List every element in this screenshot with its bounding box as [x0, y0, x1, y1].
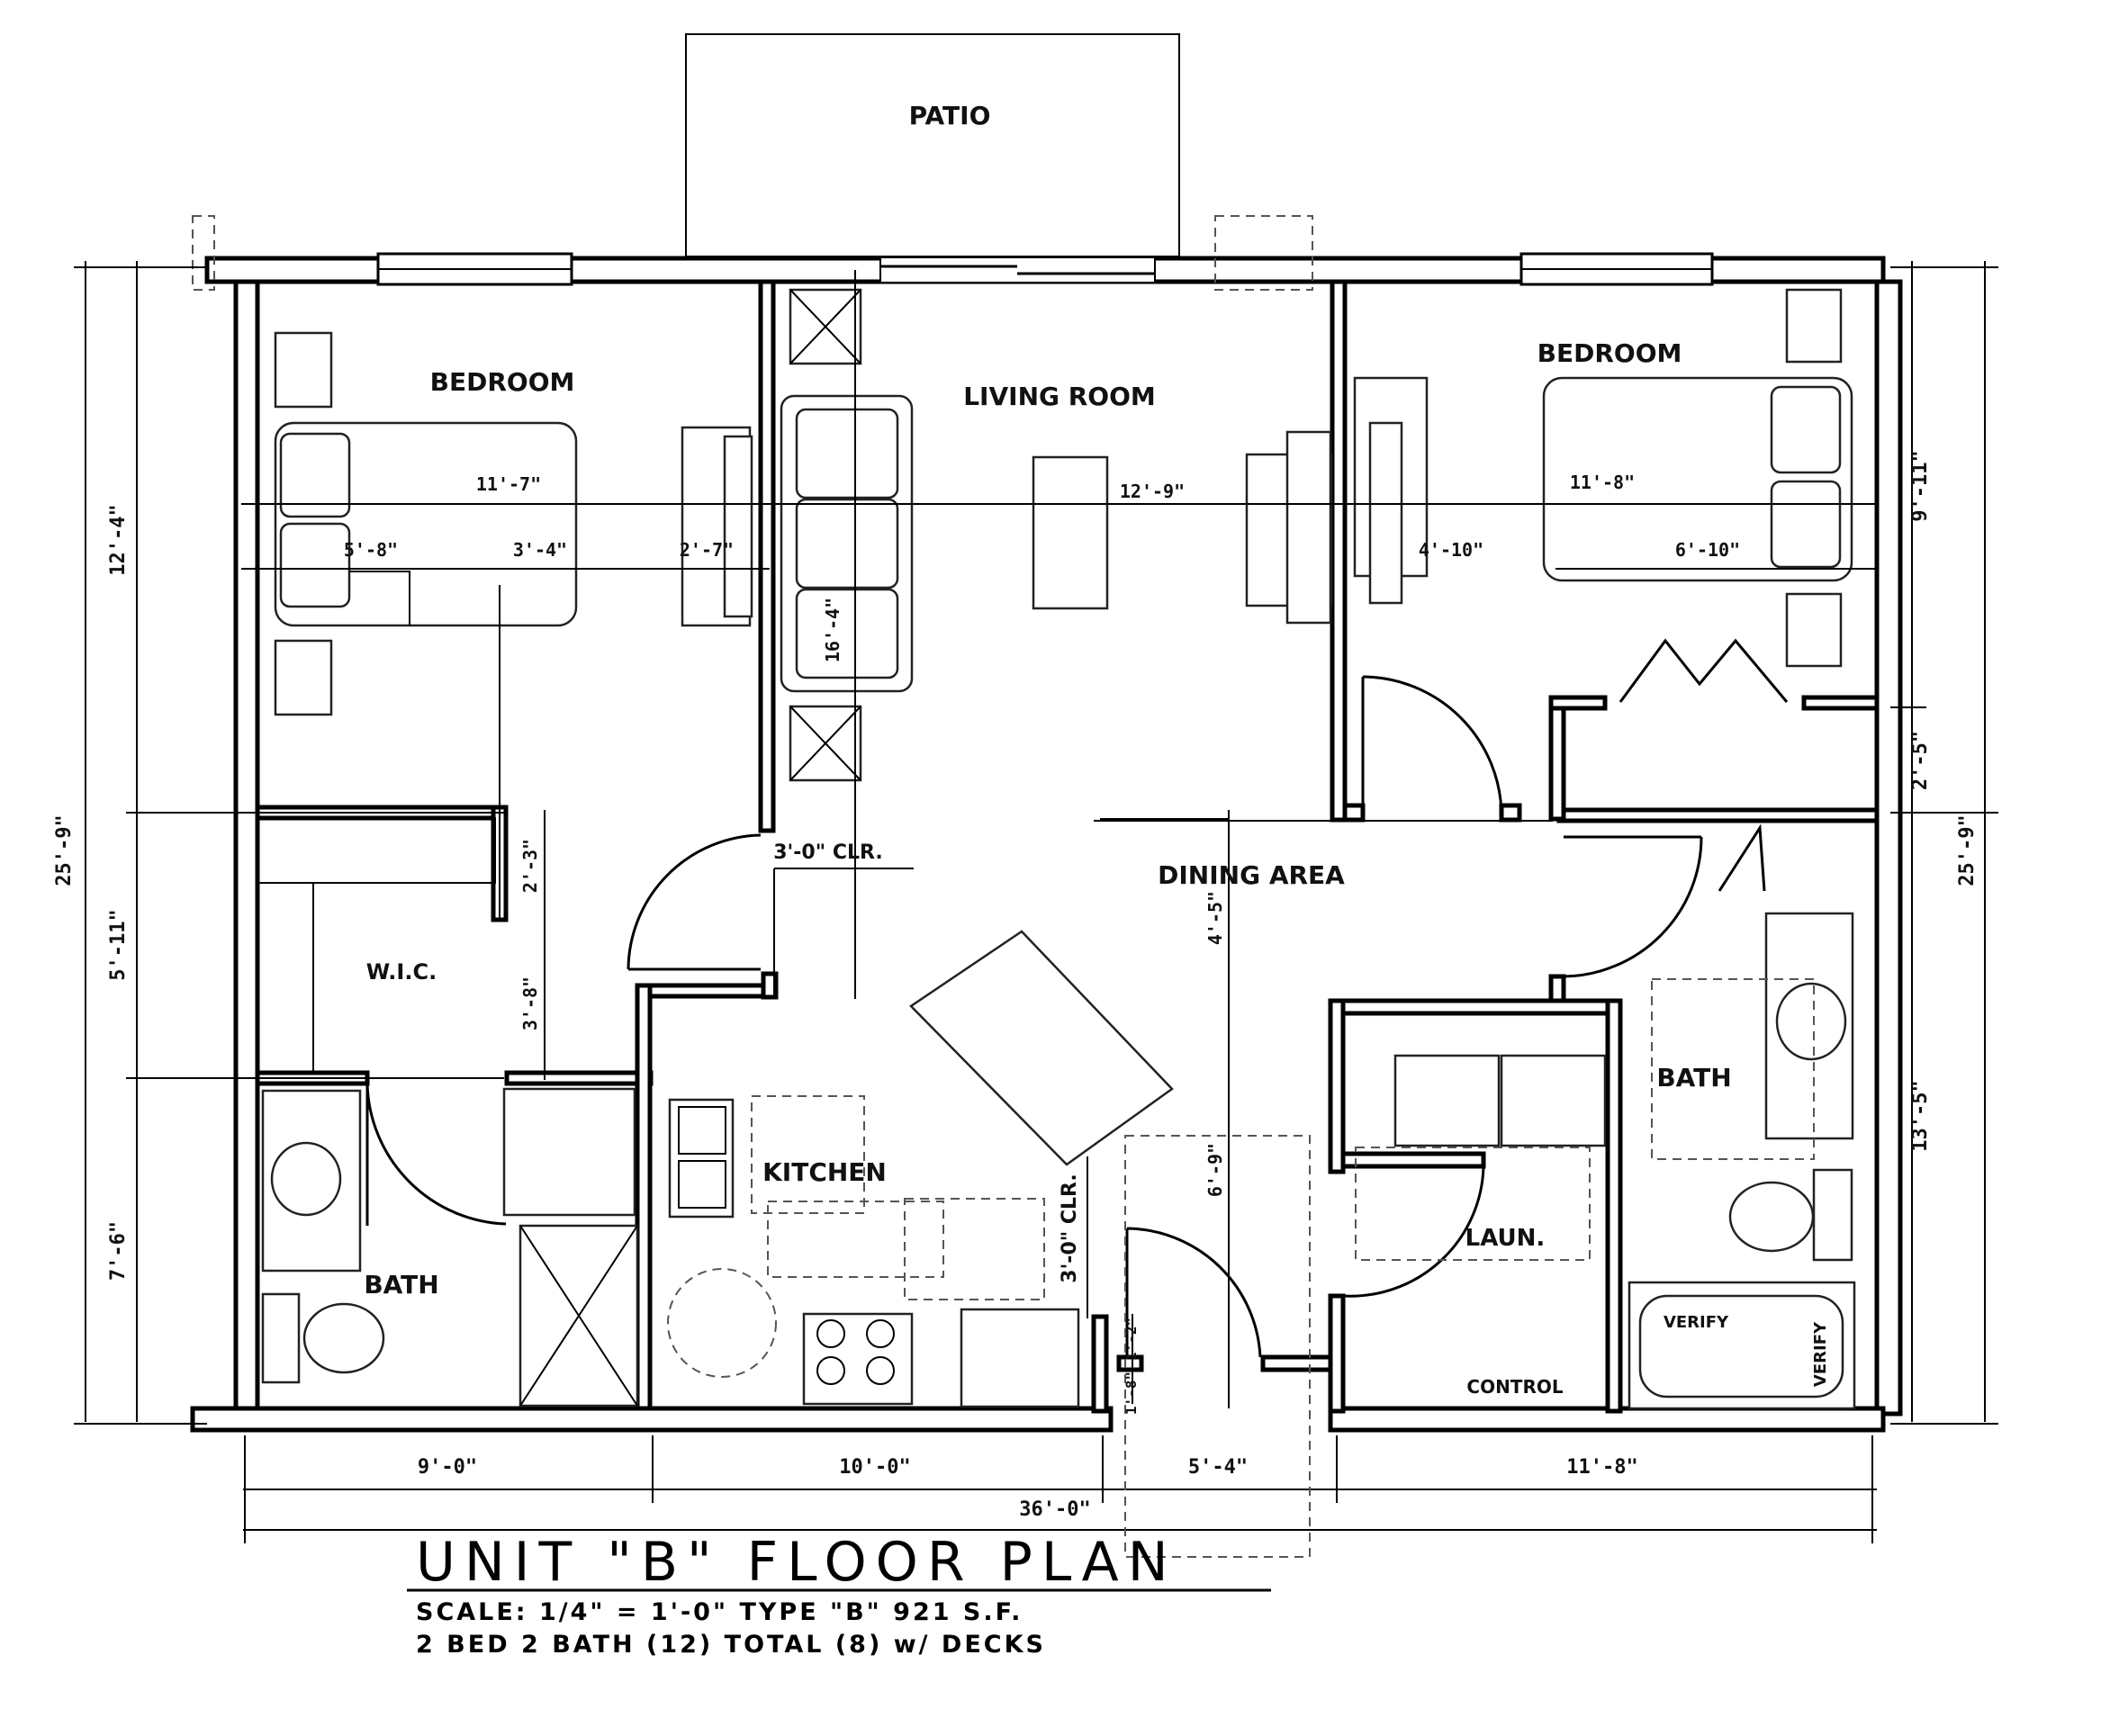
nightstand [1785, 288, 1843, 364]
plan-title: UNIT "B" FLOOR PLAN [416, 1531, 1177, 1594]
nightstand [274, 639, 333, 716]
label-bath-left: BATH [364, 1270, 438, 1300]
dim-left-total: 25'-9" [53, 814, 76, 886]
bottom-wall-left [190, 1406, 1114, 1433]
label-laundry: LAUN. [1465, 1225, 1546, 1252]
patio [685, 33, 1180, 257]
dimension-lines [74, 261, 1998, 1558]
dimension-labels: 25'-9" 12'-4" 5'-11" 7'-6" 25'-9" 9'-11"… [53, 450, 1979, 1521]
left-wall [233, 279, 260, 1417]
nightstand [1785, 592, 1843, 668]
label-dining-area: DINING AREA [1158, 860, 1345, 890]
wall-living-bedroom-right [1330, 279, 1348, 823]
dim-left-c: 7'-6" [107, 1221, 130, 1281]
door-swing-bath-right [1563, 836, 1703, 978]
dim-entry-b: 1'-8" [1123, 1372, 1140, 1415]
kitchen-sink [668, 1098, 735, 1219]
dim-bedroom-right-b: 6'-10" [1675, 539, 1740, 561]
dim-bedroom-right-width: 11'-8" [1570, 472, 1635, 493]
plan-summary-line: 2 BED 2 BATH (12) TOTAL (8) w/ DECKS [416, 1631, 1046, 1659]
door-swing-entry [1126, 1227, 1262, 1358]
nightstand [274, 331, 333, 409]
kitchen-right-wall [1091, 1314, 1109, 1414]
pillow [279, 522, 351, 608]
dim-living-height: 16'-4" [822, 598, 843, 662]
dim-bedroom-left-a: 5'-8" [344, 539, 398, 561]
dim-bottom-d: 11'-8" [1566, 1456, 1637, 1479]
toilet-left [302, 1302, 385, 1374]
dim-bedroom-left-width: 11'-7" [476, 473, 541, 495]
right-wall [1874, 279, 1903, 1417]
dim-bedroom-left-c: 2'-7" [680, 539, 734, 561]
title-block: UNIT "B" FLOOR PLAN SCALE: 1/4" = 1'-0" … [407, 1531, 1271, 1659]
range [802, 1312, 914, 1406]
dim-bottom-a: 9'-0" [418, 1456, 477, 1479]
kitchen-turning-circle [667, 1268, 777, 1378]
toilet-tank [261, 1292, 301, 1384]
patio-outline [685, 33, 1180, 257]
dim-dining-height-2: 6'-9" [1204, 1143, 1226, 1197]
dim-bottom-c: 5'-4" [1188, 1456, 1248, 1479]
dim-dining-height: 4'-5" [1204, 891, 1226, 945]
label-kitchen: KITCHEN [762, 1157, 887, 1187]
label-living-room: LIVING ROOM [963, 382, 1156, 411]
label-patio: PATIO [909, 101, 991, 130]
dim-wic-b: 3'-8" [519, 976, 541, 1030]
sink-right [1775, 982, 1847, 1061]
bedroom-right-bottom-wall [1556, 807, 1880, 823]
door-swing-laundry [1342, 1165, 1485, 1298]
dim-left-a: 12'-4" [107, 504, 130, 575]
dim-living-width: 12'-9" [1120, 481, 1185, 502]
linen-cabinet [502, 1087, 636, 1217]
dim-right-c: 13'-5" [1909, 1080, 1932, 1151]
dim-bedroom-right-a: 4'-10" [1419, 539, 1483, 561]
pillow [279, 432, 351, 518]
door-swing-bedroom-right [1362, 675, 1503, 815]
dim-bedroom-left-b: 3'-4" [513, 539, 567, 561]
door-swing-bedroom-left [627, 833, 762, 970]
dim-wic-a: 2'-3" [519, 839, 541, 893]
dim-right-b: 2'-5" [1909, 731, 1932, 790]
wall-bath-kitchen [635, 983, 653, 1411]
door-swing-bath-left [365, 1083, 507, 1226]
label-verify-vertical: VERIFY [1811, 1321, 1830, 1387]
dim-bottom-b: 10'-0" [839, 1456, 910, 1479]
label-clearance-kitchen: 3'-0" CLR. [1059, 1174, 1081, 1282]
dim-left-b: 5'-11" [107, 909, 130, 980]
sliding-door [879, 256, 1156, 283]
dim-right-a: 9'-11" [1909, 450, 1932, 521]
label-control: CONTROL [1466, 1376, 1563, 1398]
toilet-right [1728, 1181, 1815, 1253]
exterior-walls [190, 215, 1903, 1433]
furniture [257, 288, 1856, 1410]
label-wic: W.I.C. [366, 959, 437, 985]
washer [1393, 1054, 1501, 1147]
label-clearance-top: 3'-0" CLR. [773, 841, 882, 864]
dim-entry-a: 1'-2" [1123, 1318, 1140, 1361]
wall-laundry-bath [1605, 998, 1623, 1414]
dining-table [909, 930, 1174, 1166]
room-labels: PATIO BEDROOM LIVING ROOM BEDROOM W.I.C.… [364, 101, 1830, 1398]
coffee-table [1032, 455, 1109, 610]
dim-bottom-total: 36'-0" [1019, 1498, 1090, 1521]
dim-right-total: 25'-9" [1956, 814, 1979, 886]
plan-scale-line: SCALE: 1/4" = 1'-0" TYPE "B" 921 S.F. [416, 1598, 1023, 1626]
interior-walls [255, 279, 1880, 1414]
bed-left [274, 421, 578, 627]
label-verify: VERIFY [1664, 1313, 1729, 1332]
bifold-closet-door [1619, 638, 1789, 703]
wall-bedroom-living [758, 279, 776, 833]
refrigerator [960, 1308, 1080, 1408]
dryer [1500, 1054, 1607, 1147]
toilet-tank [1812, 1168, 1853, 1262]
doors [365, 638, 1789, 1358]
sink-left [270, 1141, 342, 1217]
label-bedroom-right: BEDROOM [1537, 338, 1682, 368]
laundry-top-wall [1328, 998, 1621, 1016]
label-bedroom-left: BEDROOM [430, 367, 575, 397]
label-bath-right: BATH [1656, 1063, 1731, 1093]
